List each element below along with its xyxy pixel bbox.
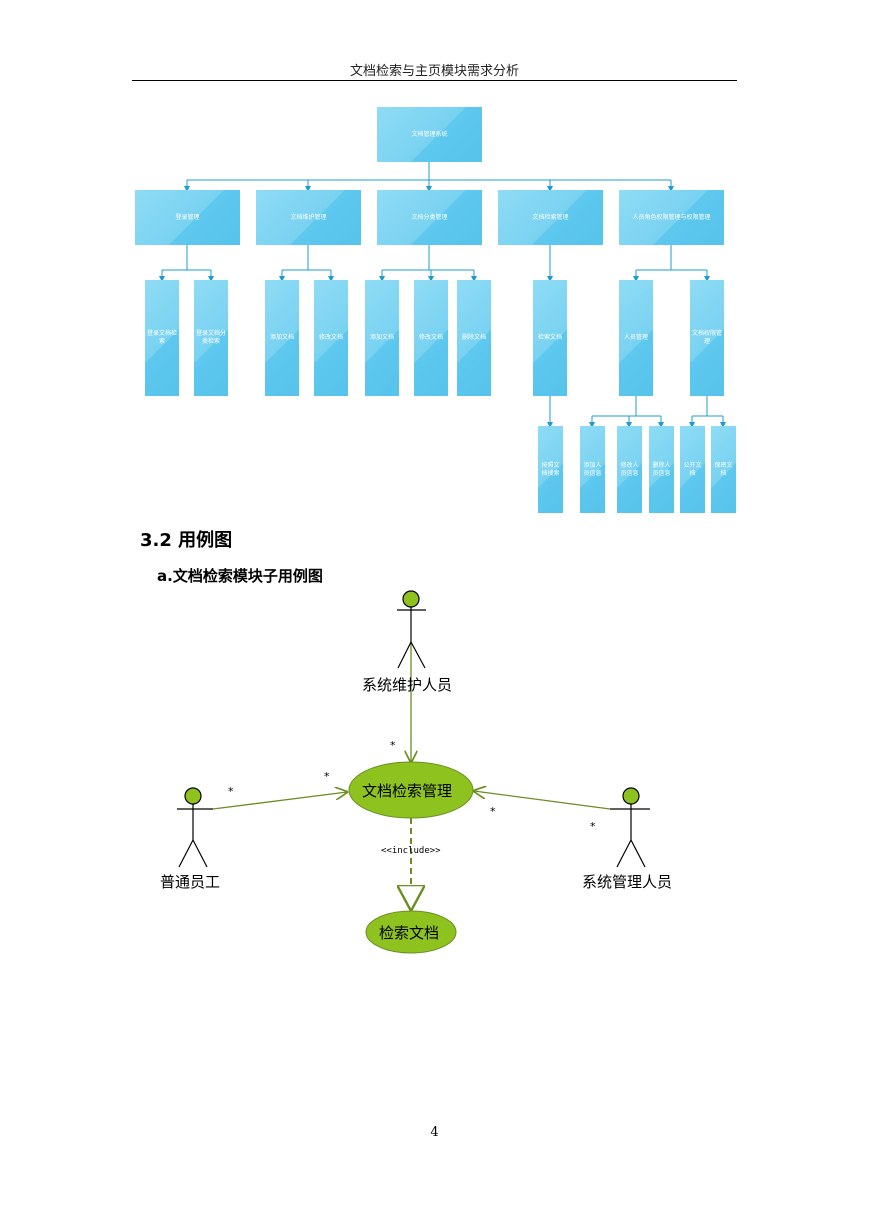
- main-usecase-ellipse: [348, 761, 474, 819]
- actor-left-figure: [177, 787, 213, 868]
- tree-role-child: 文档权限管理: [690, 280, 724, 396]
- multiplicity-right-usecase: *: [490, 805, 496, 818]
- usecase-associations: [212, 642, 611, 909]
- actor-top-label: 系统维护人员: [362, 676, 453, 694]
- tree-perm-grandchild: 保密文档: [711, 426, 736, 513]
- multiplicity-top: *: [390, 739, 396, 752]
- main-usecase-label: 文档检索管理: [362, 782, 453, 800]
- sub-usecase-ellipse: [365, 910, 457, 954]
- tree-maintain-child: 修改文档: [314, 280, 348, 396]
- tree-level1-login: 登录管理: [135, 190, 240, 245]
- tree-login-child: 登录文档检索: [145, 280, 179, 396]
- tree-level1-maintain: 文档维护管理: [256, 190, 361, 245]
- tree-level1-category: 文档分类管理: [377, 190, 482, 245]
- actor-right-label: 系统管理人员: [582, 873, 673, 891]
- tree-people-grandchild: 修改人员信息: [617, 426, 642, 513]
- tree-category-child: 删除文档: [457, 280, 491, 396]
- tree-login-child: 登录文档分类检索: [194, 280, 228, 396]
- tree-search-child: 检索文档: [533, 280, 567, 396]
- tree-category-child: 修改文档: [414, 280, 448, 396]
- tree-perm-grandchild: 公开文档: [680, 426, 705, 513]
- multiplicity-left-actor: *: [228, 785, 234, 798]
- tree-maintain-child: 添加文档: [265, 280, 299, 396]
- actor-left-label: 普通员工: [160, 873, 221, 891]
- tree-search-grandchild: 按照文档搜索: [538, 426, 563, 513]
- page-header: 文档检索与主页模块需求分析: [349, 64, 519, 79]
- page-number: 4: [430, 1125, 439, 1140]
- tree-level1-search: 文档检索管理: [498, 190, 603, 245]
- tree-category-child: 添加文档: [365, 280, 399, 396]
- section-title: 3.2 用例图: [140, 530, 233, 551]
- actor-right-figure: [610, 787, 650, 868]
- tree-people-grandchild: 删除人员信息: [649, 426, 674, 513]
- actor-top-figure: [397, 590, 426, 669]
- tree-level1-role: 人员角色权限管理与权限管理: [619, 190, 724, 245]
- multiplicity-left-usecase: *: [324, 770, 330, 783]
- tree-role-child: 人员管理: [619, 280, 653, 396]
- tree-people-grandchild: 添加人员信息: [580, 426, 605, 513]
- sub-usecase-label: 检索文档: [379, 924, 440, 942]
- include-label: <<include>>: [381, 846, 441, 856]
- multiplicity-right-actor: *: [590, 820, 596, 833]
- tree-root: 文档管理系统: [377, 107, 482, 162]
- header-rule: [132, 80, 737, 81]
- subsection-title: a.文档检索模块子用例图: [157, 567, 323, 585]
